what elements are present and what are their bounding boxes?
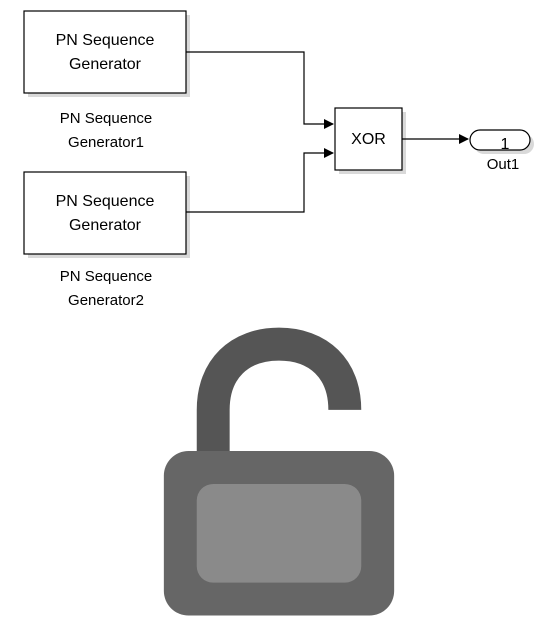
pn2-block-label-line1: PN Sequence [60, 268, 153, 285]
out1-outport-block[interactable]: 1 [469, 129, 534, 154]
xor-block-text: XOR [351, 131, 386, 148]
out1-block-label: Out1 [487, 156, 520, 173]
pn-sequence-generator-2-block[interactable]: PN Sequence Generator [23, 171, 190, 258]
diagram-canvas[interactable]: PN Sequence Generator PN Sequence Genera… [0, 0, 536, 616]
pn1-block-label-line1: PN Sequence [60, 110, 153, 127]
signal-line-pn2-to-xor-input2[interactable] [186, 148, 334, 213]
simulink-diagram[interactable]: PN Sequence Generator PN Sequence Genera… [0, 0, 536, 329]
xor-logical-operator-block[interactable]: XOR [334, 107, 406, 174]
pn-sequence-generator-1-block[interactable]: PN Sequence Generator [23, 10, 190, 97]
pn1-block-text-line1: PN Sequence [56, 32, 155, 49]
pn1-block-label-line2: Generator1 [68, 134, 144, 151]
out1-port-number: 1 [501, 136, 510, 153]
lock-icon [11, 303, 395, 616]
pn2-block-label-line2: Generator2 [68, 292, 144, 309]
pn2-block-text-line1: PN Sequence [56, 193, 155, 210]
signal-line-pn1-to-xor-input1[interactable] [186, 51, 334, 129]
pn2-block-text-line2: Generator [69, 217, 142, 234]
pn1-block-text-line2: Generator [69, 56, 142, 73]
